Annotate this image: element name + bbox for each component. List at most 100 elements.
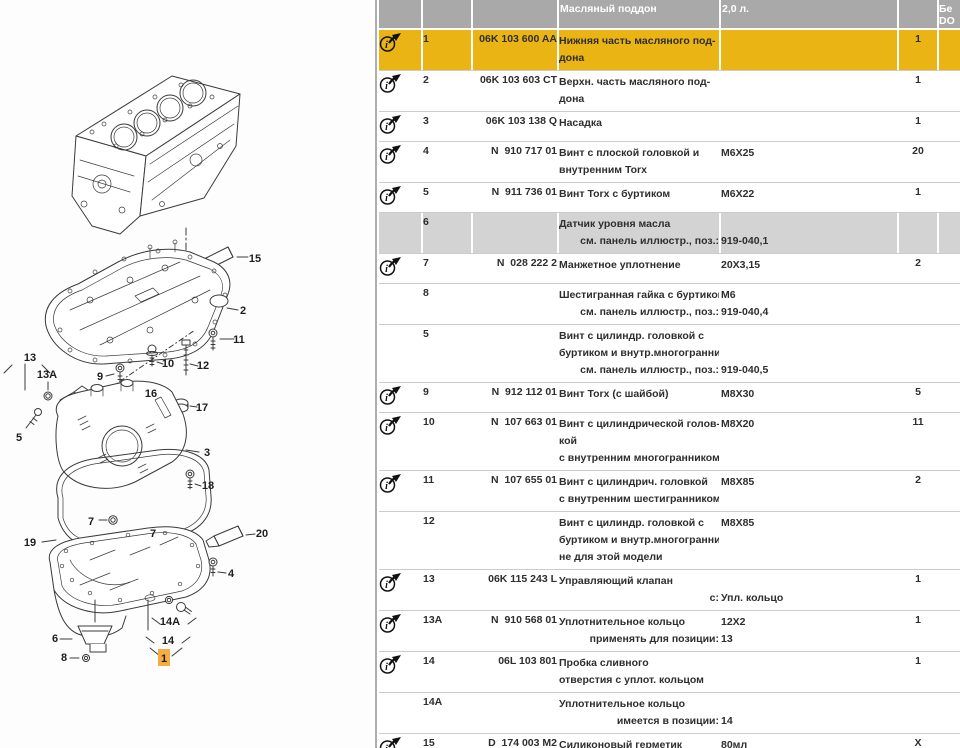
callout-7[interactable]: 7 [88, 516, 94, 528]
callout-5[interactable]: 5 [16, 432, 22, 444]
table-row-7[interactable]: i 7 N 028 222 2 Манжетное уплотнение 20X… [379, 253, 960, 283]
dimension-line [721, 91, 897, 108]
callout-19[interactable]: 19 [24, 537, 36, 549]
table-row-11[interactable]: i 11 N 107 655 01 Винт с цилиндрич. голо… [379, 470, 960, 511]
position-number: 12 [423, 515, 435, 527]
callout-14[interactable]: 14 [162, 635, 175, 647]
part-quantity [899, 325, 937, 382]
description-line: с: [709, 592, 719, 604]
info-link-icon[interactable]: i [379, 33, 403, 53]
part-number: N 912 112 01 [491, 386, 557, 398]
info-link-icon[interactable]: i [379, 573, 403, 593]
info-link-icon[interactable]: i [379, 655, 403, 675]
callout-7[interactable]: 7 [150, 528, 156, 540]
dimension-line [721, 532, 897, 549]
table-row-9[interactable]: i 9 N 912 112 01 Винт Torx (с шайбой) M8… [379, 382, 960, 412]
right-model-cell [939, 734, 960, 748]
dimension-line: M6X25 [721, 147, 755, 159]
table-row-10[interactable]: i 10 N 107 663 01 Винт с цилиндрической … [379, 412, 960, 470]
callout-13A[interactable]: 13A [37, 369, 57, 381]
callout-14A[interactable]: 14A [160, 616, 180, 628]
part-quantity: 1 [915, 614, 921, 626]
callout-3[interactable]: 3 [204, 447, 210, 459]
dimension-line: Упл. кольцо [721, 592, 784, 604]
callout-15[interactable]: 15 [249, 253, 261, 265]
part-quantity: 5 [915, 386, 921, 398]
table-row-5[interactable]: i 5 N 911 736 01 Винт Torx с буртиком M6… [379, 182, 960, 212]
callout-11[interactable]: 11 [233, 334, 245, 346]
part-description: Нижняя часть масляного под-дона [559, 30, 719, 70]
info-link-icon[interactable]: i [379, 416, 403, 436]
callout-10[interactable]: 10 [162, 358, 174, 370]
callout-9[interactable]: 9 [97, 371, 103, 383]
callout-18[interactable]: 18 [202, 480, 214, 492]
callout-12[interactable]: 12 [197, 360, 209, 372]
part-quantity [899, 284, 937, 324]
table-row-3[interactable]: i 3 06K 103 138 Q Насадка 1 [379, 111, 960, 141]
part-dimension: Упл. кольцо [721, 570, 897, 610]
table-row-1[interactable]: i 1 06K 103 600 AA Нижняя часть масляног… [379, 30, 960, 70]
dimension-line: 919-040,5 [721, 364, 769, 376]
part-dimension [721, 652, 897, 692]
position-number: 13 [423, 573, 435, 585]
info-link-icon[interactable]: i [379, 145, 403, 165]
position-number: 10 [423, 416, 435, 428]
info-link-icon[interactable]: i [379, 115, 403, 135]
info-link-icon[interactable]: i [379, 257, 403, 277]
position-number: 7 [423, 257, 429, 269]
position-number: 15 [423, 737, 435, 748]
dimension-line: 20X3,15 [721, 259, 761, 271]
dimension-line: M6 [721, 289, 736, 301]
parts-table: Масляный поддон 2,0 л. Бе DO i 1 06K 103… [375, 0, 960, 748]
callout-20[interactable]: 20 [256, 528, 268, 540]
part-dimension: 80мл [721, 734, 897, 748]
callout-13[interactable]: 13 [24, 352, 36, 364]
table-row-12[interactable]: i 12 Винт с цилиндр. головкой сбуртиком … [379, 511, 960, 569]
part-number: N 107 663 01 [491, 416, 557, 428]
callout-17[interactable]: 17 [196, 402, 208, 414]
callout-4[interactable]: 4 [228, 568, 235, 580]
info-link-icon[interactable]: i [379, 614, 403, 634]
dimension-line [721, 50, 897, 67]
part-number [473, 512, 557, 569]
info-link-icon[interactable]: i [379, 474, 403, 494]
callout-6[interactable]: 6 [52, 633, 58, 645]
dimension-line [721, 450, 897, 467]
right-model-cell [939, 512, 960, 569]
table-row-2[interactable]: i 2 06K 103 603 CT Верхн. часть масляног… [379, 70, 960, 111]
part-number: 06K 103 603 CT [479, 74, 557, 86]
callout-8[interactable]: 8 [61, 652, 67, 664]
part-dimension: M8X20 [721, 413, 897, 470]
callout-2[interactable]: 2 [240, 305, 246, 317]
position-number: 13A [423, 614, 443, 626]
bolt-icon-11 [208, 328, 235, 351]
dimension-line: 80мл [721, 739, 748, 748]
table-row-15[interactable]: i 15 D 174 003 M2 Силиконовый герметик 8… [379, 733, 960, 748]
right-model-cell [939, 570, 960, 610]
info-link-icon[interactable]: i [379, 186, 403, 206]
part-quantity: 1 [915, 74, 921, 86]
table-row-13A[interactable]: i 13A N 910 568 01 Уплотнительное кольцо… [379, 610, 960, 651]
svg-text:i: i [385, 152, 388, 163]
right-model-cell [939, 693, 960, 733]
info-link-icon[interactable]: i [379, 737, 403, 748]
description-line: Винт с плоской головкой и [559, 147, 700, 159]
info-link-icon[interactable]: i [379, 74, 403, 94]
description-line: кой [559, 435, 577, 447]
info-link-icon[interactable]: i [379, 386, 403, 406]
right-model-cell [939, 30, 960, 70]
table-row-4[interactable]: i 4 N 910 717 01 Винт с плоской головкой… [379, 141, 960, 182]
callout-1[interactable]: 1 [161, 653, 167, 665]
description-line: Винт с цилиндр. головкой с [559, 517, 705, 529]
part-dimension [721, 71, 897, 111]
right-model-cell [939, 325, 960, 382]
callout-16[interactable]: 16 [145, 388, 157, 400]
